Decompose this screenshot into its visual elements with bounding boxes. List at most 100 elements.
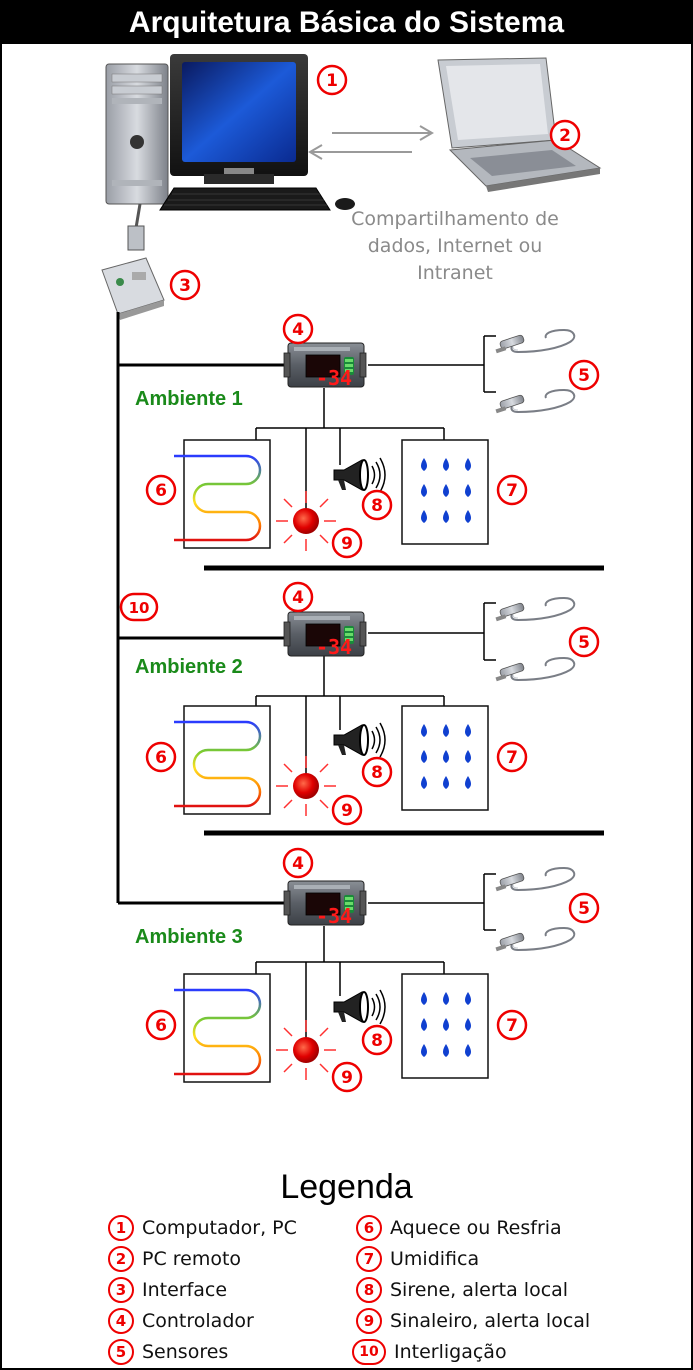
data-sharing-arrows: [308, 125, 434, 160]
heating-coil-icon: [172, 704, 272, 816]
legend-marker: 3: [108, 1277, 134, 1303]
svg-text:8: 8: [371, 1031, 383, 1051]
svg-text:7: 7: [506, 481, 518, 501]
desktop-pc-icon: [105, 54, 355, 211]
svg-text:6: 6: [155, 481, 167, 501]
heating-coil-icon: [172, 438, 272, 550]
marker-10: 10: [119, 592, 159, 622]
svg-text:8: 8: [371, 496, 383, 516]
diagram-title: Arquitetura Básica do Sistema: [2, 2, 691, 44]
ambiente-label: Ambiente 2: [135, 656, 243, 678]
marker-4: 4: [282, 581, 314, 613]
svg-text:5: 5: [578, 366, 590, 386]
marker-7: 7: [496, 1009, 528, 1041]
beacon-icon: [275, 490, 337, 552]
svg-text:4: 4: [292, 854, 304, 874]
laptop-icon: [437, 57, 602, 192]
svg-text:5: 5: [578, 633, 590, 653]
marker-8: 8: [361, 489, 393, 521]
legend-item: 2 PC remoto: [108, 1245, 241, 1273]
main-bus: [116, 312, 288, 905]
svg-text:4: 4: [292, 588, 304, 608]
marker-3: 3: [169, 269, 201, 301]
svg-text:6: 6: [155, 1016, 167, 1036]
legend-label: Sensores: [142, 1341, 229, 1363]
marker-6: 6: [145, 741, 177, 773]
marker-7: 7: [496, 741, 528, 773]
sensor-probe-icon: [494, 329, 576, 355]
siren-icon: [333, 457, 386, 493]
beacon-icon: [275, 1019, 337, 1081]
marker-5: 5: [568, 892, 600, 924]
sensor-probe-icon: [494, 597, 576, 623]
controller-display: -34: [316, 635, 352, 659]
svg-text:9: 9: [341, 534, 353, 554]
svg-text:5: 5: [578, 899, 590, 919]
marker-6: 6: [145, 1009, 177, 1041]
marker-4: 4: [282, 313, 314, 345]
legend-label: Umidifica: [390, 1248, 480, 1270]
siren-icon: [333, 722, 386, 758]
ambiente-1-group: -34: [172, 329, 576, 552]
legend-marker: 5: [108, 1339, 134, 1365]
diagram-markers: 1 2 3 4 5 6 7 8 9 10 4 5 6 7 8 9 4 5 6 7…: [119, 64, 600, 1093]
svg-text:1: 1: [326, 71, 338, 91]
legend-item: 6 Aquece ou Resfria: [356, 1214, 562, 1242]
marker-1: 1: [316, 64, 348, 96]
legend-label: Interface: [142, 1279, 228, 1301]
interface-box-icon: [101, 257, 165, 320]
siren-icon: [333, 989, 386, 1025]
svg-text:9: 9: [341, 801, 353, 821]
marker-6: 6: [145, 474, 177, 506]
svg-text:4: 4: [292, 320, 304, 340]
controller-display: -34: [316, 366, 352, 390]
sensor-probe-icon: [494, 389, 576, 415]
sharing-caption-line: Compartilhamento de: [351, 208, 559, 230]
beacon-icon: [275, 755, 337, 817]
svg-text:3: 3: [179, 276, 191, 296]
svg-text:10: 10: [129, 599, 150, 617]
sensor-probe-icon: [494, 927, 576, 953]
controller-display: -34: [316, 904, 352, 928]
legend-item: 10 Interligação: [352, 1338, 507, 1366]
legend-marker: 9: [356, 1308, 382, 1334]
legend-label: Computador, PC: [142, 1217, 297, 1239]
legend-label: Interligação: [394, 1341, 507, 1363]
humidifier-icon: [401, 973, 489, 1079]
legend-item: 9 Sinaleiro, alerta local: [356, 1307, 590, 1335]
marker-8: 8: [361, 1024, 393, 1056]
legend-label: Controlador: [142, 1310, 254, 1332]
legend-item: 3 Interface: [108, 1276, 227, 1304]
ambiente-label: Ambiente 1: [135, 388, 243, 410]
marker-9: 9: [331, 1061, 363, 1093]
marker-9: 9: [331, 794, 363, 826]
svg-text:8: 8: [371, 763, 383, 783]
ambiente-label: Ambiente 3: [135, 926, 243, 948]
sharing-caption: Compartilhamento de dados, Internet ou I…: [330, 206, 580, 287]
legend-marker: 10: [352, 1339, 386, 1365]
marker-9: 9: [331, 527, 363, 559]
humidifier-icon: [401, 439, 489, 545]
sensor-probe-icon: [494, 657, 576, 683]
marker-5: 5: [568, 626, 600, 658]
legend-label: Sinaleiro, alerta local: [390, 1310, 591, 1332]
svg-text:6: 6: [155, 748, 167, 768]
sensor-probe-icon: [494, 867, 576, 893]
legend-marker: 6: [356, 1215, 382, 1241]
legend-item: 1 Computador, PC: [108, 1214, 297, 1242]
legend-label: Aquece ou Resfria: [390, 1217, 562, 1239]
marker-7: 7: [496, 474, 528, 506]
legend-item: 5 Sensores: [108, 1338, 228, 1366]
legend-marker: 2: [108, 1246, 134, 1272]
humidifier-icon: [401, 705, 489, 811]
legend-title: Legenda: [280, 1168, 413, 1206]
svg-text:7: 7: [506, 748, 518, 768]
svg-text:9: 9: [341, 1068, 353, 1088]
sharing-caption-line: dados, Internet ou Intranet: [367, 235, 543, 284]
legend-item: 7 Umidifica: [356, 1245, 479, 1273]
ambiente-2-group: -34: [172, 597, 576, 817]
legend-marker: 7: [356, 1246, 382, 1272]
legend-item: 4 Controlador: [108, 1307, 254, 1335]
